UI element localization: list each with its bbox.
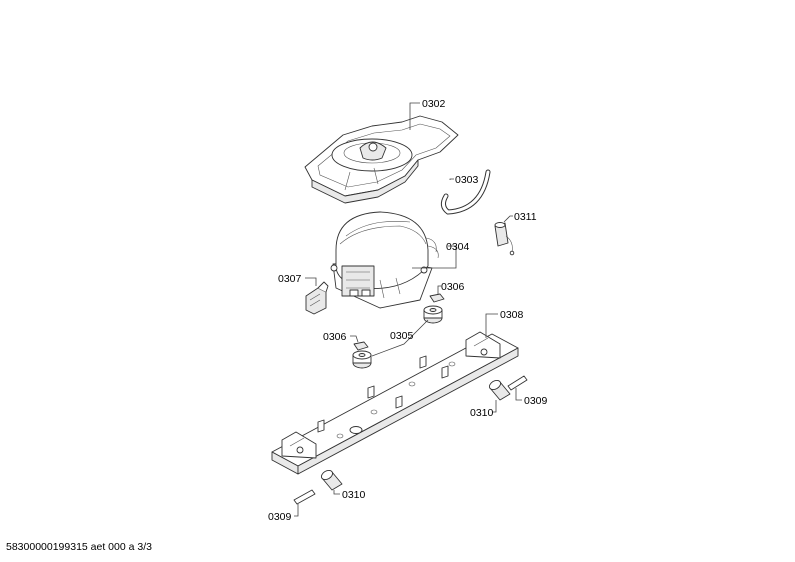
label-0306a: 0306 <box>441 281 465 293</box>
leader-0309b <box>294 504 299 517</box>
part-clip-lower <box>353 341 369 351</box>
leader-0309a <box>515 388 522 401</box>
label-0310b: 0310 <box>342 489 366 501</box>
part-sleeve-bottom <box>320 469 343 491</box>
part-grommet-upper <box>423 305 443 324</box>
label-0303: 0303 <box>455 174 479 186</box>
leader-0310b <box>333 490 340 495</box>
part-sleeve-right <box>488 379 511 401</box>
leader-0310a <box>492 400 497 413</box>
part-pin-bottom <box>293 489 316 505</box>
leader-0304 <box>412 245 457 269</box>
leader-0303 <box>449 178 454 180</box>
part-capacitor <box>494 222 515 256</box>
part-clip-upper <box>429 293 445 303</box>
leader-0302 <box>409 102 420 130</box>
leader-0308 <box>485 313 498 338</box>
label-0309b: 0309 <box>268 511 292 523</box>
label-0306b: 0306 <box>323 331 347 343</box>
label-0305: 0305 <box>390 330 414 342</box>
label-0309a: 0309 <box>524 395 548 407</box>
label-0304: 0304 <box>446 241 470 253</box>
label-0311: 0311 <box>514 211 537 223</box>
leader-0306b <box>350 335 359 343</box>
part-relay-bracket <box>305 281 329 315</box>
part-pin-right <box>507 375 528 391</box>
label-0307: 0307 <box>278 273 302 285</box>
part-grommet-lower <box>352 350 372 369</box>
leader-0305 <box>371 319 429 357</box>
label-0302: 0302 <box>422 98 446 110</box>
label-0310a: 0310 <box>470 407 494 419</box>
leader-0311 <box>503 215 513 223</box>
part-hose <box>440 169 491 215</box>
part-compressor <box>330 211 439 309</box>
leader-0306a <box>437 285 441 294</box>
part-base-plate <box>271 331 519 475</box>
label-0308: 0308 <box>500 309 524 321</box>
document-footer-code: 58300000199315 aet 000 a 3/3 <box>6 541 152 553</box>
leader-0307 <box>305 277 317 286</box>
part-drip-tray <box>304 115 459 204</box>
